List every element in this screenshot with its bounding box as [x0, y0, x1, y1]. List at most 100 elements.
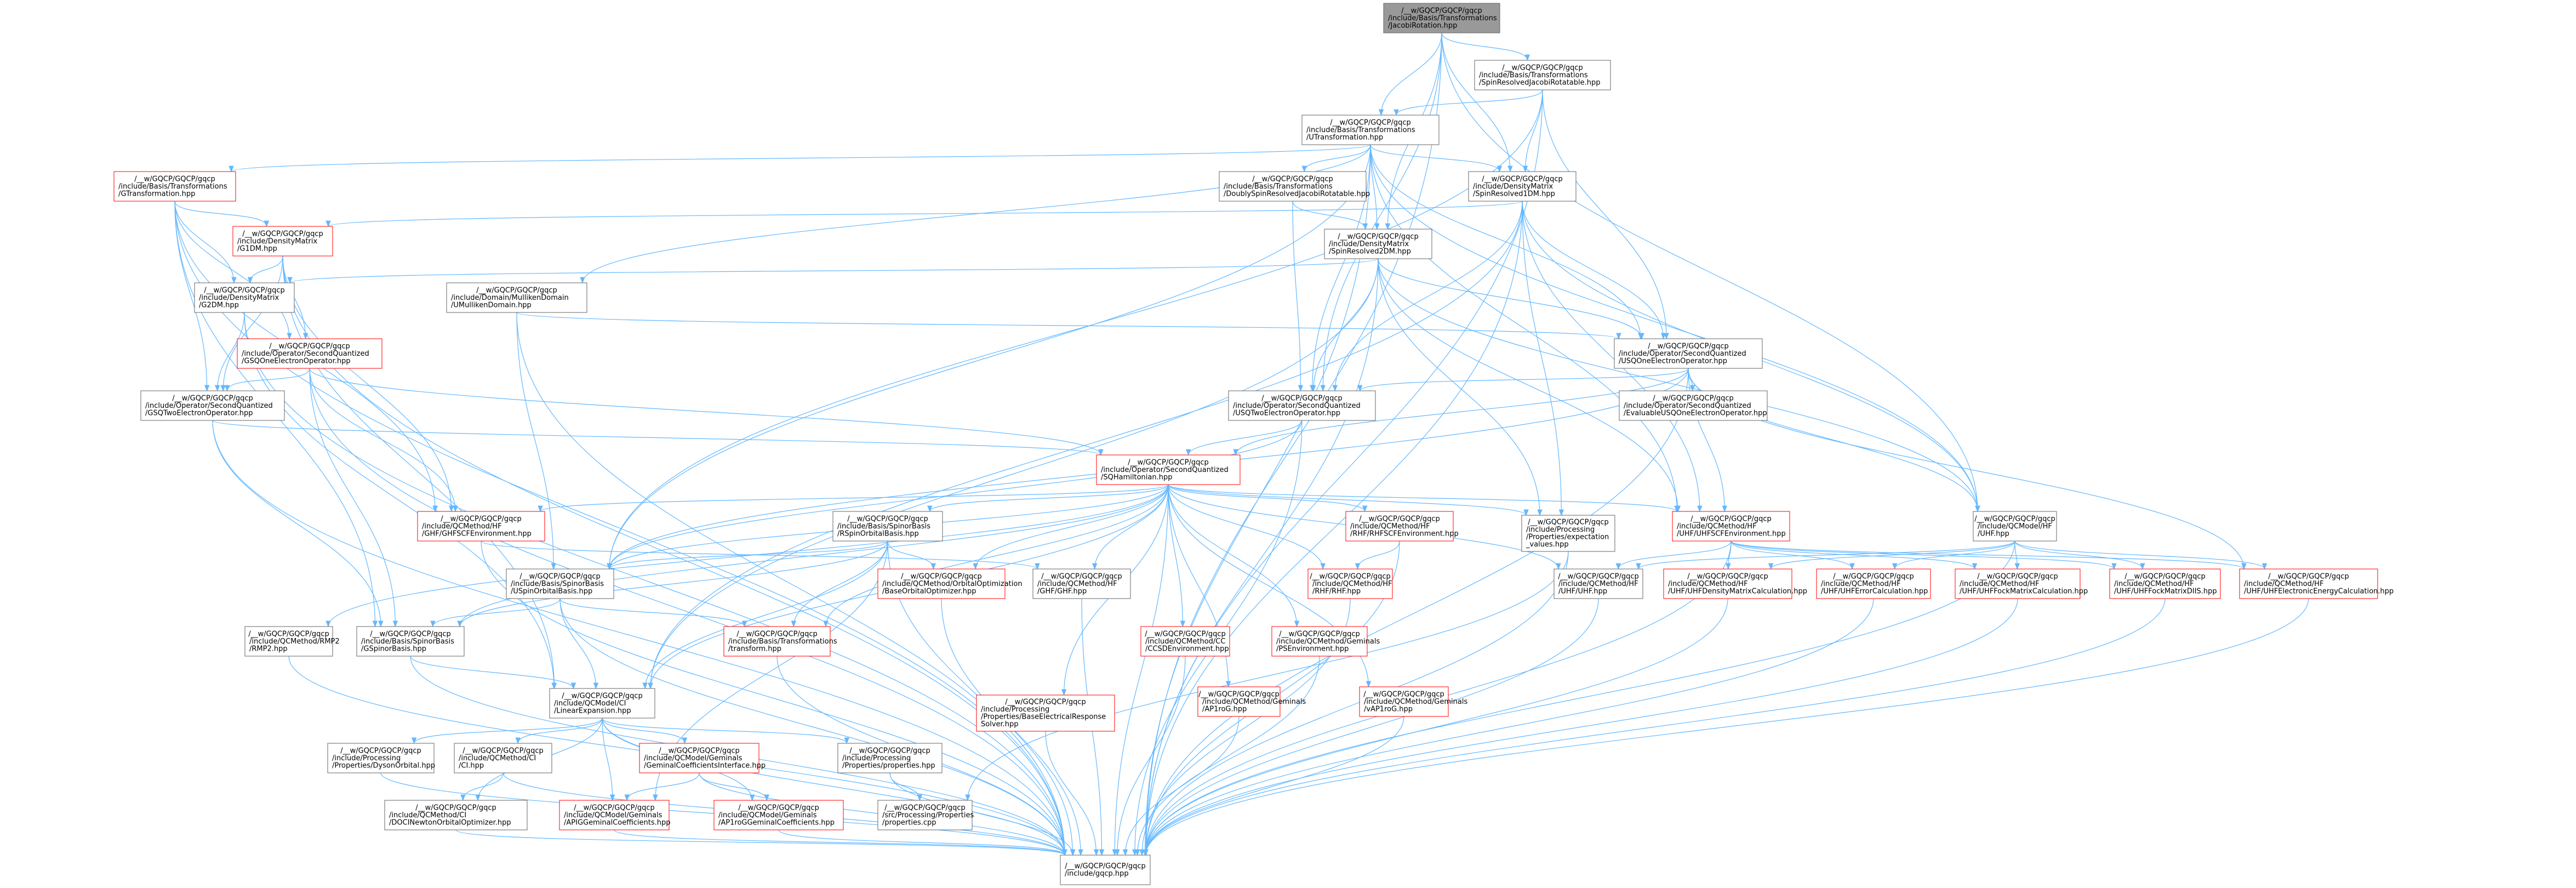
dependency-edge	[309, 368, 458, 513]
file-node[interactable]: /__w/GQCP/GQCP/gqcp/include/QCMethod/HF/…	[1816, 568, 1931, 599]
file-node[interactable]: /__w/GQCP/GQCP/gqcp/include/QCMethod/CI/…	[454, 743, 552, 773]
file-node[interactable]: /__w/GQCP/GQCP/gqcp/include/QCMethod/Gem…	[1359, 686, 1467, 717]
node-label-line: /RHF/RHF.hpp	[1312, 587, 1361, 595]
dependency-edge	[602, 718, 849, 744]
dependency-edge	[1378, 258, 1980, 513]
node-label-line: Solver.hpp	[981, 720, 1019, 728]
node-label-line: /include/Operator/SecondQuantized	[242, 350, 369, 358]
file-node[interactable]: /__w/GQCP/GQCP/gqcp/include/QCMethod/Orb…	[877, 568, 1023, 599]
dependency-edge	[1393, 89, 1543, 116]
file-node[interactable]: /__w/GQCP/GQCP/gqcp/include/QCMethod/Gem…	[1197, 686, 1306, 717]
node-label-line: /__w/GQCP/GQCP/gqcp	[1974, 515, 2055, 523]
node-label-line: /AP1roGGeminalCoefficients.hpp	[718, 818, 835, 827]
file-node[interactable]: /__w/GQCP/GQCP/gqcp/include/DensityMatri…	[1468, 171, 1577, 202]
dependency-edge	[1730, 540, 1855, 570]
dependency-edge	[2014, 540, 2145, 570]
node-label-line: /GHF/GHF.hpp	[1037, 587, 1087, 595]
node-label-line: /Properties/properties.hpp	[842, 761, 935, 770]
node-label-line: /GSpinorBasis.hpp	[361, 645, 426, 653]
file-node[interactable]: /__w/GQCP/GQCP/gqcp/include/Basis/Transf…	[1301, 115, 1440, 145]
file-node[interactable]: /__w/GQCP/GQCP/gqcp/include/QCMethod/HF/…	[1345, 511, 1459, 542]
file-node[interactable]: /__w/GQCP/GQCP/gqcp/include/Basis/Spinor…	[506, 568, 614, 599]
dependency-edge	[212, 420, 384, 628]
node-box	[1474, 60, 1611, 90]
file-node[interactable]: /__w/GQCP/GQCP/gqcp/include/Basis/Transf…	[1474, 60, 1611, 90]
file-node[interactable]: /__w/GQCP/GQCP/gqcp/include/QCMethod/HF/…	[1307, 568, 1393, 599]
file-node[interactable]: /__w/GQCP/GQCP/gqcp/include/QCModel/HF/U…	[1973, 511, 2057, 542]
file-node[interactable]: /__w/GQCP/GQCP/gqcp/include/QCMethod/HF/…	[417, 511, 545, 542]
file-node[interactable]: /__w/GQCP/GQCP/gqcp/include/Processing/P…	[976, 695, 1115, 732]
file-node[interactable]: /__w/GQCP/GQCP/gqcp/include/QCMethod/HF/…	[2109, 568, 2221, 599]
file-node[interactable]: /__w/GQCP/GQCP/gqcp/include/Processing/P…	[327, 743, 435, 773]
file-node[interactable]: /__w/GQCP/GQCP/gqcp/include/Operator/Sec…	[1228, 390, 1376, 421]
dependency-edge	[282, 255, 557, 690]
node-label-line: /include/QCMethod/HF	[1312, 580, 1392, 588]
file-node[interactable]: /__w/GQCP/GQCP/gqcp/include/QCMethod/HF/…	[1955, 568, 2088, 599]
node-label-line: /G2DM.hpp	[199, 301, 239, 309]
file-node[interactable]: /__w/GQCP/GQCP/gqcp/include/QCModel/CI/L…	[549, 688, 655, 719]
file-node[interactable]: /__w/GQCP/GQCP/gqcp/include/QCMethod/HF/…	[1553, 568, 1643, 599]
file-node[interactable]: /__w/GQCP/GQCP/gqcp/include/DensityMatri…	[1324, 229, 1432, 259]
node-box	[140, 390, 285, 421]
file-node[interactable]: /__w/GQCP/GQCP/gqcp/include/Basis/Transf…	[723, 626, 837, 657]
node-label-line: /include/Domain/MullikenDomain	[451, 294, 569, 302]
file-node[interactable]: /__w/GQCP/GQCP/gqcp/include/Operator/Sec…	[1614, 338, 1763, 369]
file-node[interactable]: /__w/GQCP/GQCP/gqcp/include/QCMethod/CC/…	[1140, 626, 1230, 657]
file-node[interactable]: /__w/GQCP/GQCP/gqcp/include/QCMethod/HF/…	[1672, 511, 1790, 542]
file-node[interactable]: /__w/GQCP/GQCP/gqcp/src/Processing/Prope…	[877, 800, 974, 830]
file-node[interactable]: /__w/GQCP/GQCP/gqcp/include/Operator/Sec…	[1619, 390, 1768, 421]
node-box	[1468, 171, 1577, 202]
node-label-line: /SpinResolved1DM.hpp	[1473, 190, 1555, 198]
dependency-edge	[642, 540, 888, 690]
node-label-line: /__w/GQCP/GQCP/gqcp	[1502, 64, 1583, 72]
dependency-edge	[1292, 201, 1368, 230]
file-node[interactable]: /__w/GQCP/GQCP/gqcp/include/QCMethod/CI/…	[384, 800, 528, 830]
dependency-edge	[1115, 656, 1186, 856]
file-node[interactable]: /__w/GQCP/GQCP/gqcp/include/Basis/Spinor…	[832, 511, 943, 542]
node-label-line: /SQHamiltonian.hpp	[1101, 473, 1172, 481]
dependency-edge	[648, 258, 1379, 690]
file-node[interactable]: /__w/GQCP/GQCP/gqcp/include/Processing/P…	[837, 743, 943, 773]
node-label-line: /__w/GQCP/GQCP/gqcp	[462, 747, 544, 755]
node-label-line: /CI.hpp	[459, 761, 484, 770]
dependency-edge	[1688, 368, 1728, 513]
file-node[interactable]: /__w/GQCP/GQCP/gqcp/include/QCModel/Gemi…	[559, 800, 671, 830]
dependency-edge	[309, 368, 1104, 456]
file-node[interactable]: /__w/GQCP/GQCP/gqcp/include/QCMethod/RMP…	[244, 626, 340, 657]
file-node[interactable]: /__w/GQCP/GQCP/gqcp/include/Operator/Sec…	[237, 338, 382, 369]
dependency-edge	[965, 551, 1569, 801]
file-node[interactable]: /__w/GQCP/GQCP/gqcp/include/QCMethod/Gem…	[1271, 626, 1380, 657]
node-label-line: /__w/GQCP/GQCP/gqcp	[1363, 690, 1444, 698]
file-nodes: /__w/GQCP/GQCP/gqcp/include/Basis/Transf…	[113, 3, 2394, 885]
file-node[interactable]: /__w/GQCP/GQCP/gqcp/include/QCMethod/HF/…	[1663, 568, 1807, 599]
file-node[interactable]: /__w/GQCP/GQCP/gqcp/include/DensityMatri…	[194, 282, 295, 313]
node-label-line: /CCSDEnvironment.hpp	[1145, 645, 1229, 653]
node-label-line: /__w/GQCP/GQCP/gqcp	[1653, 394, 1734, 402]
node-label-line: /UMullikenDomain.hpp	[451, 301, 532, 309]
file-node[interactable]: /__w/GQCP/GQCP/gqcp/include/Basis/Spinor…	[356, 626, 465, 657]
file-node[interactable]: /__w/GQCP/GQCP/gqcp/include/gqcp.hpp	[1060, 855, 1151, 885]
node-box	[2239, 568, 2378, 599]
file-node[interactable]: /__w/GQCP/GQCP/gqcp/include/DensityMatri…	[232, 226, 333, 257]
node-label-line: /__w/GQCP/GQCP/gqcp	[1261, 394, 1343, 402]
file-node[interactable]: /__w/GQCP/GQCP/gqcp/include/Domain/Mulli…	[446, 282, 587, 313]
file-node[interactable]: /__w/GQCP/GQCP/gqcp/include/QCMethod/HF/…	[2239, 568, 2394, 599]
node-label-line: /__w/GQCP/GQCP/gqcp	[1401, 7, 1482, 15]
file-node[interactable]: /__w/GQCP/GQCP/gqcp/include/Operator/Sec…	[1096, 454, 1241, 485]
node-box	[506, 568, 614, 599]
file-node[interactable]: /__w/GQCP/GQCP/gqcp/include/Basis/Transf…	[113, 171, 236, 202]
dependency-edge	[778, 829, 1067, 856]
dependency-edge	[481, 540, 1040, 570]
file-node[interactable]: /__w/GQCP/GQCP/gqcp/include/Basis/Transf…	[1219, 171, 1370, 202]
file-node[interactable]: /__w/GQCP/GQCP/gqcp/include/Operator/Sec…	[140, 390, 285, 421]
dependency-edge	[1378, 258, 1644, 340]
file-node[interactable]: /__w/GQCP/GQCP/gqcp/include/QCModel/Gemi…	[713, 800, 844, 830]
file-node[interactable]: /__w/GQCP/GQCP/gqcp/include/QCMethod/HF/…	[1032, 568, 1131, 599]
node-label-line: /include/QCMethod/HF	[1677, 522, 1757, 531]
file-node[interactable]: /__w/GQCP/GQCP/gqcp/include/Processing/P…	[1521, 515, 1615, 552]
node-label-line: /include/Basis/Transformations	[1306, 126, 1415, 134]
file-node[interactable]: /__w/GQCP/GQCP/gqcp/include/QCModel/Gemi…	[639, 743, 766, 773]
node-box	[877, 568, 1006, 599]
node-label-line: /__w/GQCP/GQCP/gqcp	[884, 804, 966, 812]
node-label-line: /LinearExpansion.hpp	[554, 707, 631, 715]
